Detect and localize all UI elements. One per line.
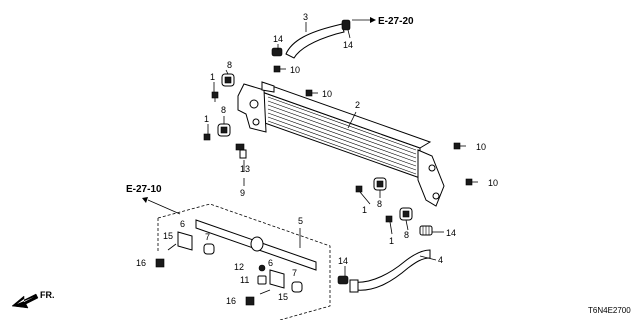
callout-5: 5 (298, 216, 303, 226)
callout-7: 7 (292, 268, 297, 278)
callout-1: 1 (389, 236, 394, 246)
callout-14: 14 (273, 34, 283, 44)
callout-14: 14 (446, 228, 456, 238)
front-label: FR. (40, 290, 55, 300)
upper-hose (285, 23, 345, 59)
callout-3: 3 (303, 12, 308, 22)
callout-6: 6 (180, 219, 185, 229)
diagram-code: T6N4E2700 (588, 306, 631, 315)
callout-7: 7 (205, 232, 210, 242)
callout-8: 8 (404, 230, 409, 240)
callout-10: 10 (476, 142, 486, 152)
upper-hose-clamp (341, 19, 351, 31)
bolt-1d (385, 215, 393, 223)
callout-8: 8 (221, 105, 226, 115)
callout-16: 16 (136, 258, 146, 268)
lower-support-group (155, 203, 331, 320)
mount-cushions (217, 73, 413, 221)
ref-arrow-top (352, 17, 376, 23)
callout-10: 10 (488, 178, 498, 188)
callout-15: 15 (163, 231, 173, 241)
bolt-group (203, 65, 478, 223)
hose-clamps (271, 47, 433, 285)
callout-1: 1 (210, 72, 215, 82)
callout-16: 16 (226, 296, 236, 306)
bolt-1b (203, 133, 211, 141)
leader-lines (207, 22, 444, 276)
callout-14: 14 (338, 256, 348, 266)
callout-9: 9 (240, 188, 245, 198)
front-direction-arrow (11, 293, 39, 309)
bolt-1a (211, 91, 219, 102)
reference-e-27-10: E-27-10 (126, 184, 162, 195)
callout-8: 8 (377, 199, 382, 209)
callout-15: 15 (278, 292, 288, 302)
ref-arrow-left (142, 197, 181, 215)
callout-1: 1 (204, 114, 209, 124)
callout-4: 4 (438, 255, 443, 265)
callout-10: 10 (290, 65, 300, 75)
callout-11: 11 (240, 275, 249, 285)
bolt-10c (453, 142, 466, 150)
callout-12: 12 (234, 262, 244, 272)
bolt-10a (273, 65, 286, 73)
radiator-core (237, 81, 445, 207)
callout-2: 2 (355, 100, 360, 110)
bolt-10b (305, 89, 318, 97)
callout-10: 10 (322, 89, 332, 99)
callout-6: 6 (268, 258, 273, 268)
lower-hose (353, 249, 431, 291)
drain-plug (235, 143, 247, 159)
bolt-10d (465, 178, 478, 186)
reference-e-27-20: E-27-20 (378, 16, 414, 27)
bolt-1c (355, 185, 363, 193)
callout-14: 14 (343, 40, 353, 50)
callout-13: 13 (240, 164, 250, 174)
callout-8: 8 (227, 60, 232, 70)
callout-1: 1 (362, 205, 367, 215)
